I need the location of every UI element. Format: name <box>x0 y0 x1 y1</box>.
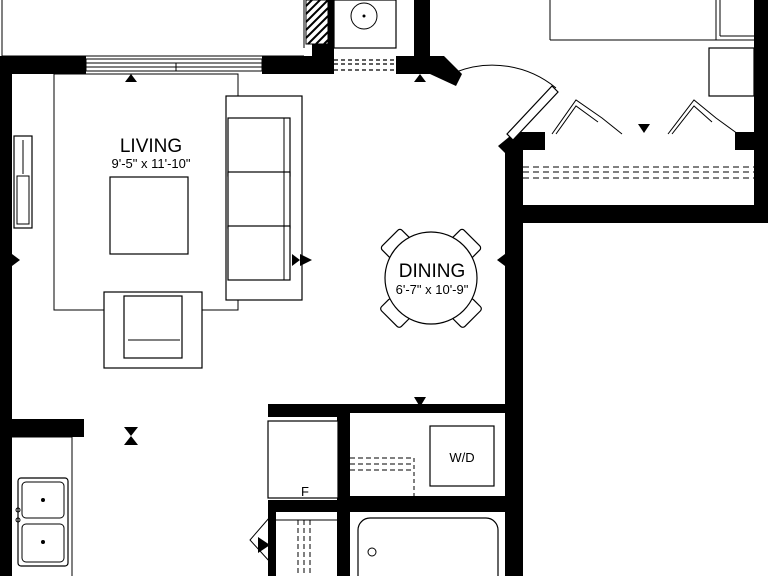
nightstand <box>708 47 755 97</box>
sofa <box>225 95 303 301</box>
wall-fridge-top <box>268 404 350 417</box>
hall-door <box>249 509 337 576</box>
wall-north-left <box>0 56 86 74</box>
wall-closet-corner <box>498 132 545 160</box>
wall-east <box>505 150 523 576</box>
wall-kitchen-top <box>12 419 84 437</box>
wall-closet-south <box>505 205 768 223</box>
wall-west <box>0 56 12 576</box>
wall-laundry-north <box>337 404 505 413</box>
room-dims-living: 9'-5" x 11'-10" <box>112 156 191 171</box>
living-window <box>85 58 263 72</box>
wall-bath-north <box>350 496 505 512</box>
laundry-closet: W/D <box>350 425 495 496</box>
fireplace-hatch <box>305 0 329 45</box>
armchair <box>103 291 203 369</box>
top-left-room <box>1 0 305 57</box>
water-heater <box>333 0 397 49</box>
washer-dryer-label: W/D <box>449 450 474 465</box>
kitchen-sink <box>15 477 69 567</box>
wall-fridge-bottom <box>268 500 350 512</box>
room-dims-dining: 6'-7" x 10'-9" <box>396 282 469 297</box>
wall-far-east <box>754 0 768 223</box>
bedroom-door <box>455 64 559 141</box>
wall-hall-west <box>268 500 276 576</box>
coffee-table <box>109 176 189 255</box>
room-label-dining: DINING <box>399 261 466 282</box>
wall-corner-door <box>430 56 462 86</box>
dining-set <box>380 228 482 328</box>
lamp-west <box>13 135 33 229</box>
bed <box>549 0 754 41</box>
wall-bedroom-west <box>414 0 430 74</box>
wall-laundry-west <box>337 404 350 576</box>
plan-markers <box>12 74 505 445</box>
closet-opening-dashed <box>334 59 396 71</box>
washer-dryer <box>429 425 495 487</box>
fridge-label: F <box>301 484 309 499</box>
closet-bifold-doors <box>551 99 739 135</box>
room-label-living: LIVING <box>120 136 182 157</box>
bathtub <box>357 517 499 576</box>
kitchen-counter <box>12 436 73 576</box>
wall-closet-east-stub <box>735 132 768 150</box>
closet-shelf-dashed <box>523 166 754 179</box>
refrigerator: F <box>267 420 339 499</box>
